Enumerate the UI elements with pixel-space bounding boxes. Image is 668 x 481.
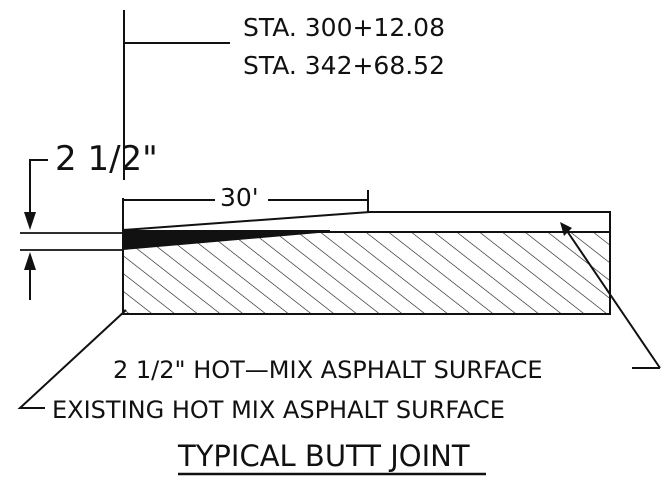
overlay-callout-arrow	[560, 222, 572, 236]
station-label-start: STA. 300+12.08	[243, 13, 445, 42]
thickness-dimension-leader	[29, 159, 48, 214]
thickness-dimension-label: 2 1/2"	[55, 139, 158, 179]
overlay-top-surface	[123, 212, 610, 230]
overlay-top-line	[122, 211, 611, 232]
taper-length-label: 30'	[220, 183, 259, 212]
existing-pavement-outline	[122, 231, 611, 315]
dimension-arrow-up	[24, 252, 36, 270]
existing-callout-leader	[17, 309, 127, 409]
existing-pavement-hatch	[123, 232, 610, 314]
drawing-title: TYPICAL BUTT JOINT	[177, 439, 470, 473]
overlay-callout-label: 2 1/2" HOT—MIX ASPHALT SURFACE	[113, 356, 543, 384]
overlay-taper-wedge	[123, 230, 330, 250]
dimension-arrow-down	[24, 212, 36, 230]
station-label-end: STA. 342+68.52	[243, 51, 445, 80]
overlay-callout-leader	[564, 227, 661, 369]
existing-callout-label: EXISTING HOT MIX ASPHALT SURFACE	[52, 396, 505, 424]
